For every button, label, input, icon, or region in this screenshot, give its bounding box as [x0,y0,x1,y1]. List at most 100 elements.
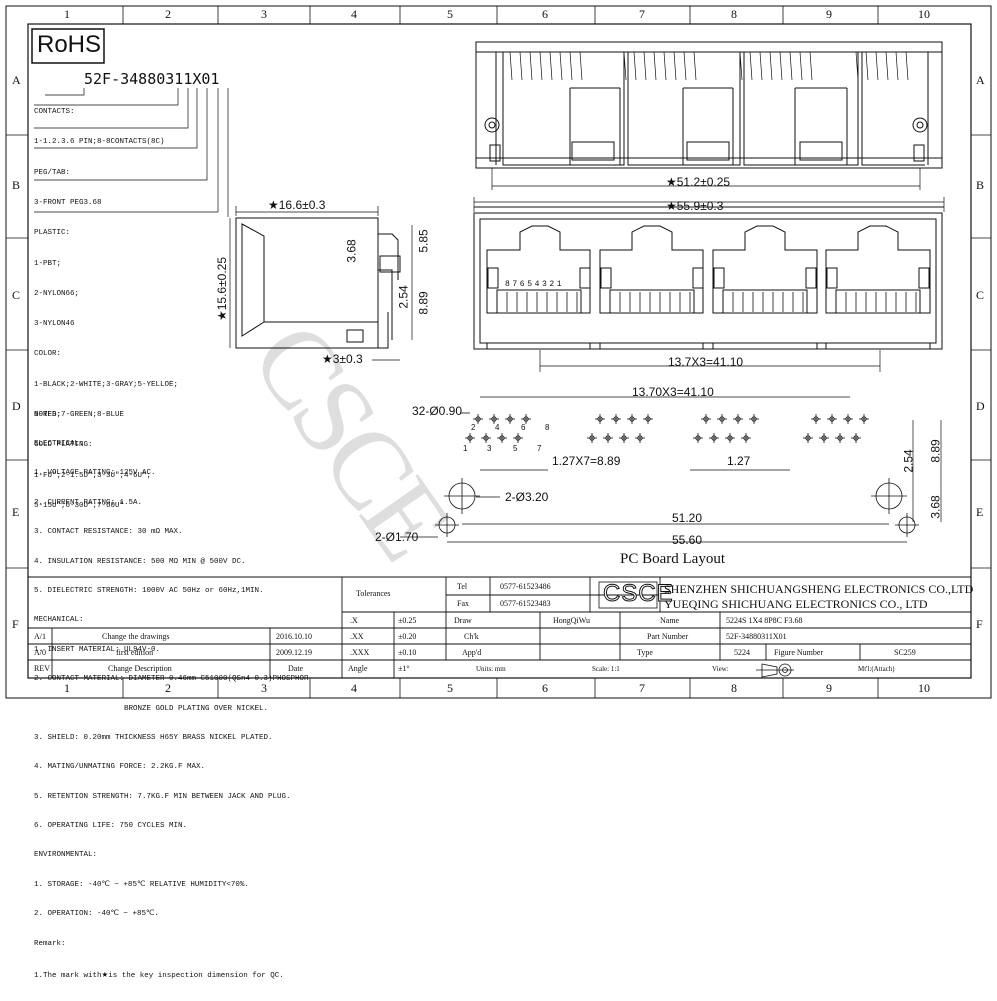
front-dim-lines [473,197,945,372]
notes-block: NOTES: ELECTRICAL: 1. VOLTAGE RATING: 12… [34,391,309,1001]
col-9: 9 [826,7,832,21]
tolerances-label: Tolerances [356,589,391,598]
tol-xxx-val: ±0.10 [398,648,417,657]
col-5: 5 [447,7,453,21]
units: Units: mm [476,665,506,673]
notes-line: ELECTRICAL: [34,439,84,448]
rev-a1-date: 2016.10.10 [276,632,312,641]
drawer-name: HongQiWu [553,616,591,625]
rev-header-date: Date [288,664,304,673]
pin-label: 8 [545,423,550,432]
col-2: 2 [165,7,171,21]
scale: Scale: 1:1 [592,665,620,673]
side-height-dim: ★15.6±0.25 [215,256,229,322]
legend-line: CONTACTS: [34,108,75,117]
rev-header-desc: Change Description [108,664,172,673]
front-pitch-dim: 13.7X3=41.10 [668,355,744,369]
row-c-right: C [976,288,985,302]
row-f: F [12,617,19,631]
company-name-1: SHENZHEN SHICHUANGSHENG ELECTRONICS CO.,… [664,582,974,596]
notes-line: 1. STORAGE: -40℃ ~ +85℃ RELATIVE HUMIDIT… [34,880,249,889]
part-label: Part Number [647,632,689,641]
notes-line: 2. CONTACT MATERIAL: DIAMETER 0.46mm C51… [34,675,309,684]
legend-line: 1-BLACK;2-WHITE;3-GRAY;5-YELLOE; [34,380,179,389]
legend-line: 1-FU";2-1.5U";3-3U";4-6U"; [34,471,152,480]
notes-line: 1. VOLTAGE RATING: 125V AC. [34,469,156,478]
col-8: 8 [731,7,737,21]
row-zone-labels [6,134,991,569]
side-dim-254: 2.54 [396,285,411,309]
chk-label: Ch'k [464,632,479,641]
notes-line: Remark: [34,939,66,948]
row-b: B [12,178,21,192]
side-peg-dim: ★3±0.3 [322,352,363,366]
part-code: 52F-34880311X01 [84,70,220,88]
notes-line: 5. RETENTION STRENGTH: 7.7KG.F MIN BETWE… [34,792,291,801]
pcb-pin-pitch: 1.27X7=8.89 [552,454,621,468]
notes-line: 4. MATING/UNMATING FORCE: 2.2KG.F MAX. [34,763,206,772]
code-leader-lines [34,88,229,217]
rev-header-rev: REV [34,664,50,673]
view: View: [712,665,729,673]
top-view [475,41,943,169]
top-width-dim: ★51.2±0.25 [666,175,731,189]
pcb-dim-5120: 51.20 [672,511,703,525]
rohs-mark: RoHS [37,31,102,58]
tol-xx-val: ±0.20 [398,632,417,641]
pin-label: 4 [495,423,500,432]
col-4-bottom: 4 [351,681,357,695]
rev-a0-date: 2009.12.19 [276,648,312,657]
part-value: 52F-34880311X01 [726,632,787,641]
side-dim-889: 8.89 [416,291,431,315]
col-1-bottom: 1 [64,681,70,695]
pcb-layout [400,396,942,543]
legend-line: 6-RED;7-GREEN;8-BLUE [34,411,125,419]
notes-line: 3. CONTACT RESISTANCE: 30 mΩ MAX. [34,528,183,537]
notes-line: 2. CURRENT RATING: 1.5A. [34,498,143,507]
col-10-bottom: 10 [918,681,930,695]
legend-line: 3-NYLON46 [34,320,75,329]
rohs-box [31,28,105,64]
pcb-big-holes: 2-Ø3.20 [505,490,549,504]
column-zone-labels [122,6,879,698]
csce-logo: CSCE [603,580,674,608]
row-f-right: F [976,617,983,631]
col-3: 3 [261,7,267,21]
legend-line: PEG/TAB: [34,168,71,177]
col-9-bottom: 9 [826,681,832,695]
row-e-right: E [976,505,984,519]
side-dim-585: 5.85 [416,229,431,253]
pcb-title: PC Board Layout [620,551,725,567]
col-8-bottom: 8 [731,681,737,695]
side-dim-368: 3.68 [344,239,359,263]
tol-angle-val: ±1° [398,664,410,673]
row-d: D [12,399,21,413]
material: Mt'l:(Attach) [858,665,895,673]
col-7: 7 [639,7,645,21]
pcb-dim-5560: 55.60 [672,533,703,547]
pcb-peg-holes: 2-Ø1.70 [375,530,419,544]
drawing-sheet: 1 2 3 4 5 6 7 8 9 10 1 2 3 4 5 6 7 8 9 1… [5,5,992,980]
draw-label: Draw [454,616,472,625]
pcb-dim-254: 2.54 [901,449,916,473]
tol-xx: .XX [350,632,364,641]
type-label: Type [637,648,653,657]
notes-line: 5. DIELECTRIC STRENGTH: 1000V AC 50Hz or… [34,586,264,595]
outer-border [5,5,992,699]
title-block-grid [28,576,971,678]
rev-a0-desc: first edition [116,648,154,657]
legend-line: 3-FRONT PEG3.68 [34,199,102,208]
legend-line: GOLD PLATING: [34,441,93,450]
col-6-bottom: 6 [542,681,548,695]
col-4: 4 [351,7,357,21]
notes-line: BRONZE GOLD PLATING OVER NICKEL. [34,704,269,713]
rev-a0: A/0 [34,648,46,657]
notes-line: NOTES: [34,410,62,419]
row-b-right: B [976,178,985,192]
row-e: E [12,505,20,519]
side-dim-lines [229,206,413,361]
notes-line: 3. SHIELD: 0.20mm THICKNESS H65Y BRASS N… [34,733,273,742]
notes-line: 1.The mark with★is the key inspection di… [34,972,284,981]
appd-label: App'd [462,648,482,657]
tol-x-val: ±0.25 [398,616,417,625]
